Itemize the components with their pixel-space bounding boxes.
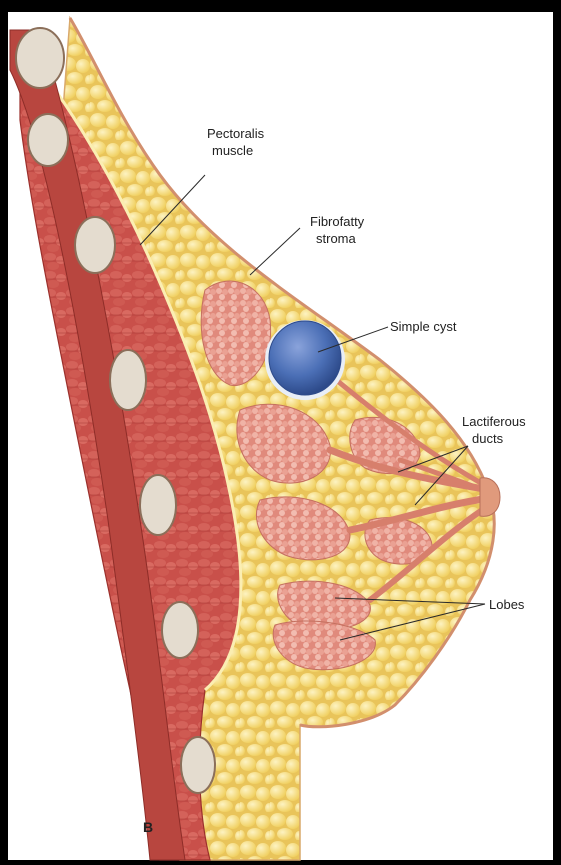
rib <box>162 602 198 658</box>
fibrofatty-label-line1: Fibrofatty <box>310 214 365 229</box>
rib <box>16 28 64 88</box>
pectoralis-label-line2: muscle <box>212 143 253 158</box>
rib <box>140 475 176 535</box>
pectoralis-label-line1: Pectoralis <box>207 126 265 141</box>
simple-cyst-label: Simple cyst <box>390 319 457 334</box>
fibrofatty-label-line2: stroma <box>316 231 357 246</box>
rib <box>75 217 115 273</box>
cyst-body <box>269 321 341 395</box>
rib <box>28 114 68 166</box>
rib <box>110 350 146 410</box>
lactiferous-label-line2: ducts <box>472 431 504 446</box>
rib <box>181 737 215 793</box>
lactiferous-label-line1: Lactiferous <box>462 414 526 429</box>
lobes-label: Lobes <box>489 597 525 612</box>
panel-letter: B <box>143 819 153 835</box>
